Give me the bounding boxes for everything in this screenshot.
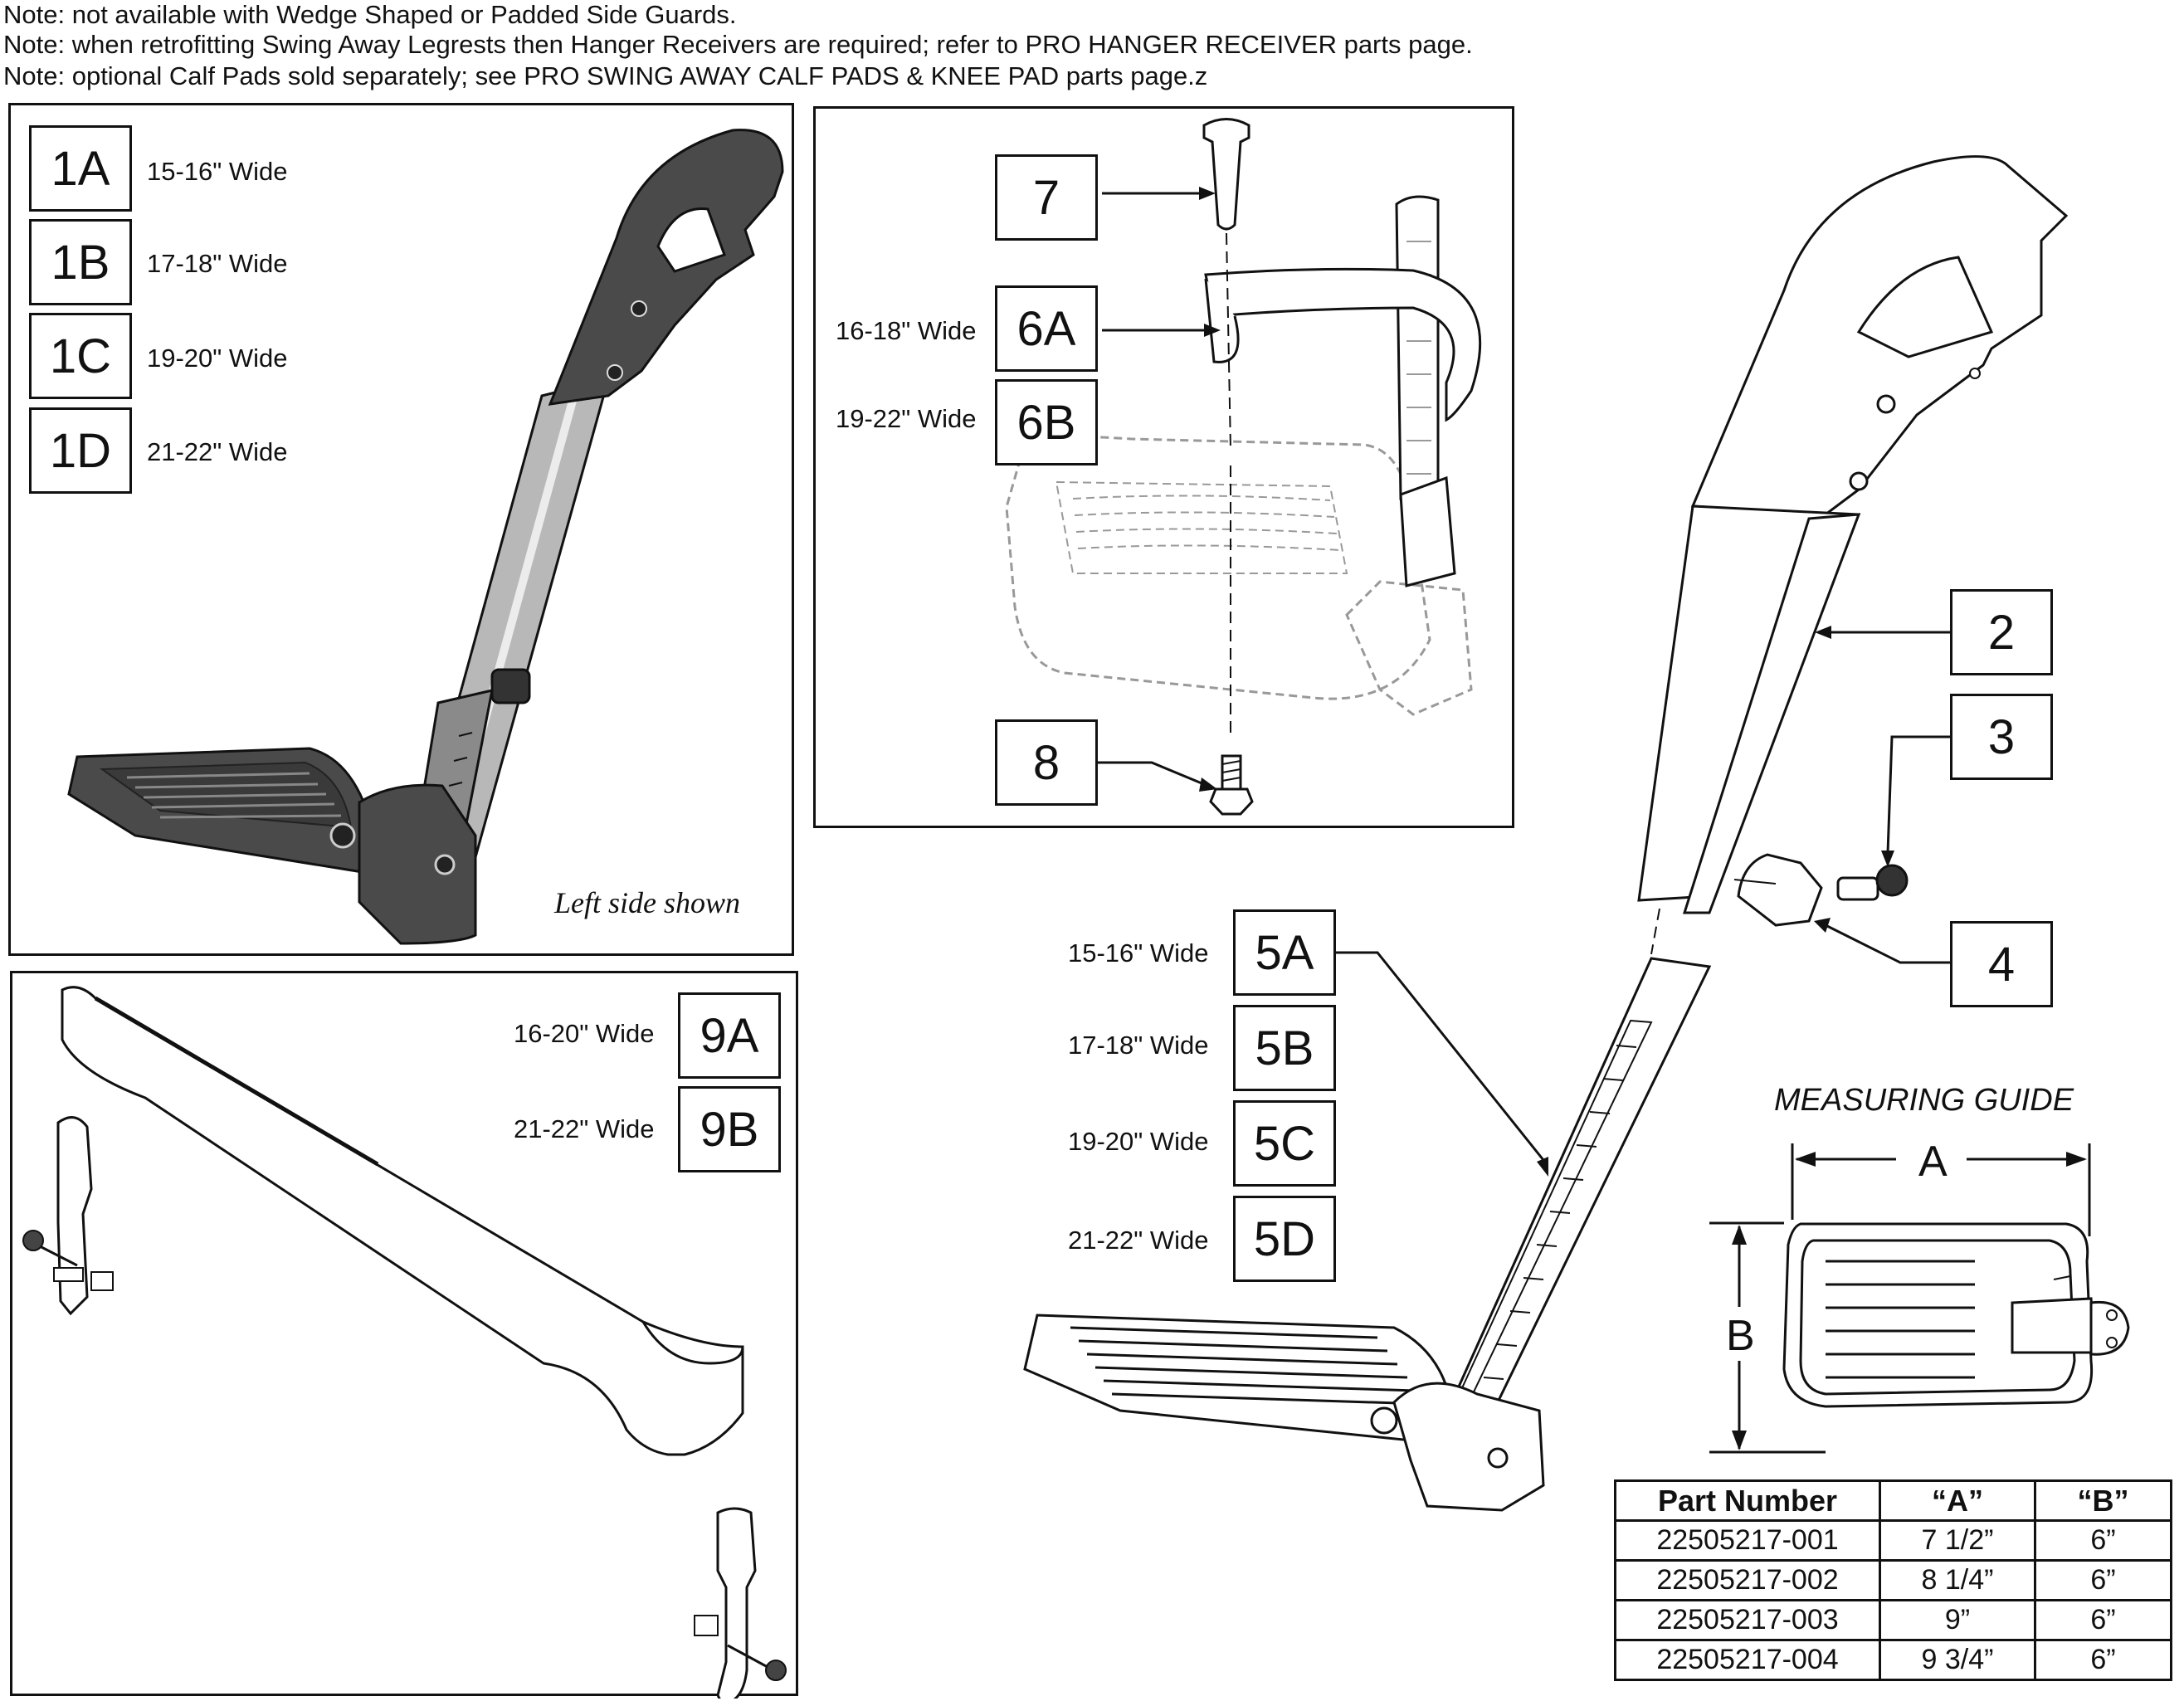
width-1c: 19-20" Wide xyxy=(147,344,288,373)
callout-5d: 5D xyxy=(1233,1196,1336,1282)
callout-9b: 9B xyxy=(678,1086,781,1172)
callout-4: 4 xyxy=(1950,921,2053,1007)
width-5a: 15-16" Wide xyxy=(1068,938,1209,968)
width-6b: 19-22" Wide xyxy=(836,404,977,433)
legrest-assembled-illustration xyxy=(67,129,784,945)
width-5d: 21-22" Wide xyxy=(1068,1226,1209,1255)
dimension-a-label: A xyxy=(1918,1138,1948,1186)
part-number-cell: 22505217-003 xyxy=(1614,1599,1881,1641)
b-cell: 6” xyxy=(2034,1599,2172,1641)
part-number-cell: 22505217-004 xyxy=(1614,1639,1881,1681)
callout-3: 3 xyxy=(1950,694,2053,780)
callout-1a: 1A xyxy=(29,125,132,212)
width-5b: 17-18" Wide xyxy=(1068,1031,1209,1060)
callout-6a: 6A xyxy=(995,285,1098,372)
calf-strap-illustration xyxy=(22,986,787,1699)
width-6a: 16-18" Wide xyxy=(836,316,977,345)
table-row: 22505217-004 9 3/4” 6” xyxy=(1614,1639,2172,1681)
callout-1b: 1B xyxy=(29,219,132,305)
note-hanger-receivers: Note: when retrofitting Swing Away Legre… xyxy=(3,30,1473,59)
callout-1d: 1D xyxy=(29,407,132,494)
parts-table: Part Number “A” “B” 22505217-001 7 1/2” … xyxy=(1614,1479,2172,1681)
b-cell: 6” xyxy=(2034,1519,2172,1562)
b-cell: 6” xyxy=(2034,1559,2172,1601)
part-number-cell: 22505217-002 xyxy=(1614,1559,1881,1601)
measuring-guide-title: MEASURING GUIDE xyxy=(1774,1083,2074,1118)
table-row: 22505217-001 7 1/2” 6” xyxy=(1614,1519,2172,1562)
panel-heel-loop: 7 6A 16-18" Wide 6B 19-22" Wide 8 xyxy=(813,106,1514,828)
header-b: “B” xyxy=(2034,1479,2172,1522)
header-a: “A” xyxy=(1879,1479,2036,1522)
heel-loop-illustration xyxy=(1005,118,1482,816)
b-cell: 6” xyxy=(2034,1639,2172,1681)
callout-1c: 1C xyxy=(29,313,132,399)
header-part-number: Part Number xyxy=(1614,1479,1881,1522)
caption-left-side-shown: Left side shown xyxy=(554,886,741,919)
callout-6b: 6B xyxy=(995,379,1098,465)
width-1d: 21-22" Wide xyxy=(147,437,288,466)
part-number-cell: 22505217-001 xyxy=(1614,1519,1881,1562)
width-5c: 19-20" Wide xyxy=(1068,1127,1209,1156)
note-side-guards: Note: not available with Wedge Shaped or… xyxy=(3,0,737,29)
a-cell: 8 1/4” xyxy=(1879,1559,2036,1601)
callout-5b: 5B xyxy=(1233,1005,1336,1091)
callout-2: 2 xyxy=(1950,589,2053,675)
width-1a: 15-16" Wide xyxy=(147,157,288,186)
panel-calf-strap: 9A 16-20" Wide 9B 21-22" Wide xyxy=(10,971,798,1699)
note-calf-pads: Note: optional Calf Pads sold separately… xyxy=(3,61,1208,90)
width-9a: 16-20" Wide xyxy=(514,1019,655,1048)
width-9b: 21-22" Wide xyxy=(514,1114,655,1143)
a-cell: 9” xyxy=(1879,1599,2036,1641)
callout-5a: 5A xyxy=(1233,909,1336,996)
parts-table-header: Part Number “A” “B” xyxy=(1614,1479,2172,1522)
table-row: 22505217-003 9” 6” xyxy=(1614,1599,2172,1641)
callout-8: 8 xyxy=(995,719,1098,806)
panel-legrest: 1A 15-16" Wide 1B 17-18" Wide 1C 19-20" … xyxy=(8,103,794,956)
callout-7: 7 xyxy=(995,154,1098,241)
callout-9a: 9A xyxy=(678,992,781,1079)
width-1b: 17-18" Wide xyxy=(147,249,288,278)
a-cell: 9 3/4” xyxy=(1879,1639,2036,1681)
dimension-b-label: B xyxy=(1726,1312,1755,1360)
a-cell: 7 1/2” xyxy=(1879,1519,2036,1562)
callout-5c: 5C xyxy=(1233,1100,1336,1187)
table-row: 22505217-002 8 1/4” 6” xyxy=(1614,1559,2172,1601)
